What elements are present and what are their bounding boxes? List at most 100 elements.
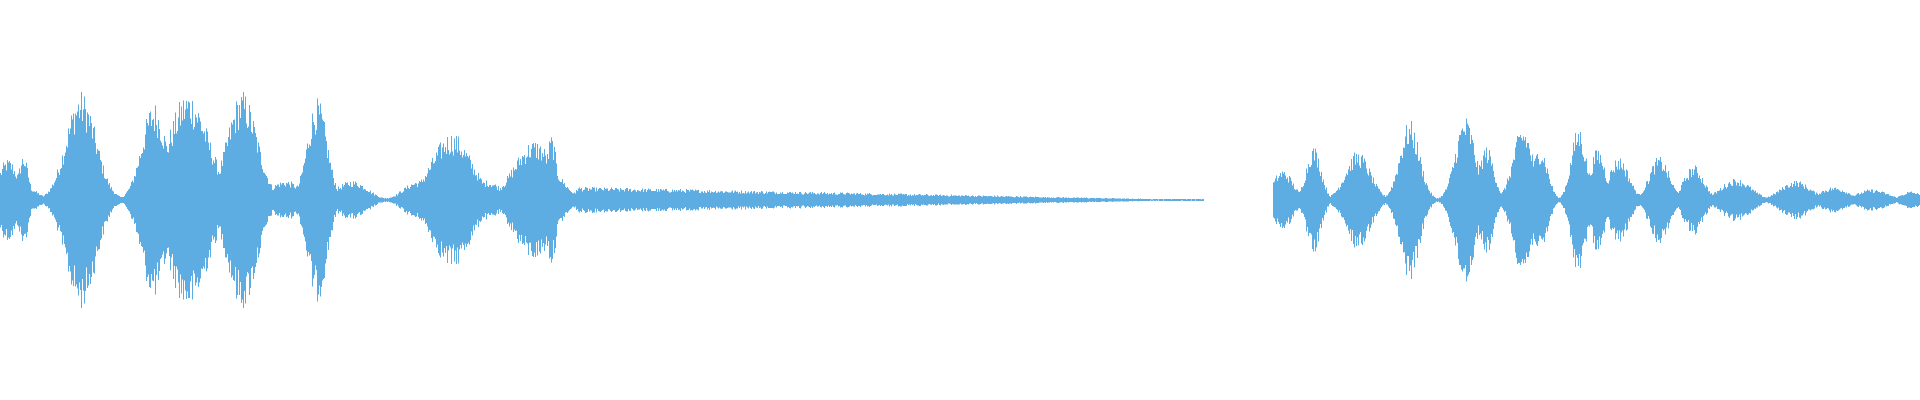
waveform-sample [1551,186,1552,214]
waveform-sample [1428,189,1429,211]
waveform-sample [1438,198,1439,202]
waveform-sample [569,190,570,210]
waveform-sample [17,175,18,225]
waveform-sample [1878,191,1879,209]
waveform-sample [1200,199,1201,201]
waveform-sample [1479,165,1480,235]
waveform-sample [1354,152,1355,248]
waveform-sample [204,131,205,269]
waveform-sample [989,195,990,205]
waveform-sample [1480,166,1481,234]
waveform-sample [864,195,865,205]
waveform-sample [410,186,411,214]
waveform-sample [297,185,298,215]
waveform-sample [889,193,890,207]
waveform-sample [102,173,103,227]
waveform-sample [1491,165,1492,235]
waveform-sample [1124,198,1125,202]
waveform-sample [697,190,698,210]
waveform-sample [537,144,538,256]
waveform-sample [630,189,631,211]
waveform-sample [996,196,997,204]
waveform-sample [376,195,377,205]
waveform-sample [1637,193,1638,207]
waveform-sample [1757,192,1758,208]
waveform-sample [185,109,186,291]
waveform-sample [137,167,138,233]
waveform-sample [1891,195,1892,204]
waveform-sample [1910,191,1911,209]
waveform-sample [830,193,831,207]
waveform-sample [1414,132,1415,268]
waveform-sample [998,196,999,204]
waveform-sample [485,186,486,214]
waveform-sample [1812,191,1813,209]
waveform-sample [18,173,19,227]
waveform-sample [95,143,96,257]
waveform-sample [195,114,196,286]
waveform-sample [1836,189,1837,211]
waveform-sample [1367,173,1368,227]
waveform-sample [1527,142,1528,258]
waveform-sample [304,162,305,238]
waveform-sample [234,119,235,281]
waveform-sample [1766,197,1767,203]
waveform-sample [498,186,499,214]
waveform-sample [979,195,980,205]
waveform-sample [1162,199,1163,201]
waveform-sample [1323,179,1324,221]
waveform-sample [1339,189,1340,211]
waveform-sample [1807,188,1808,212]
waveform-sample [1159,199,1160,201]
waveform-sample [31,190,32,210]
waveform-sample [172,146,173,254]
waveform-sample [92,138,93,262]
waveform-sample [1318,158,1319,242]
waveform-sample [1183,199,1184,201]
waveform-sample [1650,173,1651,227]
waveform-sample [1145,198,1146,202]
waveform-sample [173,121,174,279]
waveform-sample [1187,198,1188,201]
waveform-sample [700,193,701,207]
waveform-sample [88,114,89,286]
waveform-sample [1615,160,1616,240]
waveform-sample [1317,167,1318,233]
waveform-sample [957,195,958,205]
waveform-sample [6,170,7,230]
waveform-sample [1433,195,1434,205]
waveform-sample [1535,158,1536,242]
waveform-sample [934,195,935,205]
waveform-sample [401,192,402,208]
waveform-sample [807,194,808,206]
waveform-sample [1179,199,1180,201]
waveform-sample [1184,199,1185,201]
waveform-sample [357,186,358,214]
waveform-sample [946,195,947,205]
waveform-sample [1021,197,1022,203]
waveform-sample [1544,158,1545,243]
waveform-sample [899,194,900,206]
waveform-sample [829,193,830,207]
waveform-sample [461,151,462,249]
waveform-sample [182,120,183,280]
waveform-sample [1156,199,1157,201]
waveform-sample [1149,199,1150,201]
waveform-sample [1846,192,1847,208]
waveform-sample [927,194,928,206]
waveform-sample [1011,196,1012,204]
waveform-sample [648,188,649,212]
waveform-sample [436,152,437,248]
waveform-sample [974,196,975,204]
waveform-sample [1519,137,1520,263]
waveform-sample [1454,162,1455,238]
waveform-sample [597,191,598,209]
waveform-sample [1324,184,1325,215]
waveform-sample [1310,167,1311,233]
waveform-sample [1169,199,1170,201]
waveform-sample [1513,159,1514,241]
waveform-sample [308,148,309,252]
waveform-sample [399,191,400,209]
waveform-sample [435,160,436,240]
waveform-sample [1391,187,1392,213]
